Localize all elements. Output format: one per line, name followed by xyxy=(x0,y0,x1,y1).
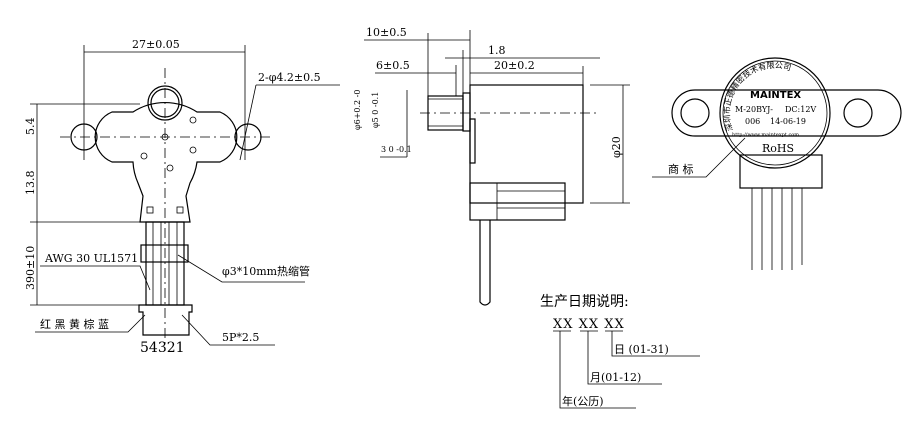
brand-logo: MAINTEX xyxy=(750,90,801,101)
model: M-20BYJ- xyxy=(735,105,773,114)
date: 14-06-19 xyxy=(770,117,806,126)
heat-shrink-label: φ3*10mm热缩管 xyxy=(222,264,310,278)
dim-10: 10±0.5 xyxy=(366,26,407,39)
voltage: DC:12V xyxy=(785,105,816,114)
flat-dim: 3 0 -0.1 xyxy=(381,145,412,154)
shaft-dia: φ6+0.2 -0 xyxy=(353,90,362,130)
body-dia: φ20 xyxy=(610,136,623,158)
inner-dia: φ5 0 -0.1 xyxy=(371,92,380,128)
url: http://www.maintexpt.com xyxy=(732,132,799,138)
connector-label: 5P*2.5 xyxy=(222,331,259,344)
dim-13-8: 13.8 xyxy=(24,171,37,196)
pin-numbers: 54321 xyxy=(140,340,185,356)
dim-6: 6±0.5 xyxy=(376,59,410,72)
dim-20: 20±0.2 xyxy=(494,59,535,72)
trademark-label: 商 标 xyxy=(668,162,694,176)
hole-dim: 2-φ4.2±0.5 xyxy=(258,71,321,84)
side-view: 10±0.5 1.8 6±0.5 20±0.2 φ6+0.2 -0 φ5 0 -… xyxy=(353,26,630,306)
code: 006 xyxy=(745,117,760,126)
dim-5-4: 5.4 xyxy=(24,118,37,136)
top-view: 深圳市正德精密技术有限公司 MAINTEX M-20BYJ- DC:12V 00… xyxy=(652,57,902,270)
legend-code: XX XX XX xyxy=(553,317,625,332)
legend-month: 月(01-12) xyxy=(590,371,641,384)
front-view: 27±0.05 2-φ4.2±0.5 5.4 13.8 390±10 AWG 3… xyxy=(24,38,340,356)
date-legend: 生产日期说明: XX XX XX 日 (01-31) 月(01-12) 年(公历… xyxy=(540,294,700,409)
legend-year: 年(公历) xyxy=(562,394,604,408)
legend-day: 日 (01-31) xyxy=(614,343,669,356)
wire-colors: 红 黑 黄 棕 蓝 xyxy=(40,317,109,331)
dim-1-8: 1.8 xyxy=(488,44,506,57)
wire-spec: AWG 30 UL1571 xyxy=(44,252,138,265)
lead-length: 390±10 xyxy=(24,246,37,290)
rohs: RoHS xyxy=(762,142,794,155)
width-dim: 27±0.05 xyxy=(132,38,180,51)
legend-title: 生产日期说明: xyxy=(540,294,629,310)
